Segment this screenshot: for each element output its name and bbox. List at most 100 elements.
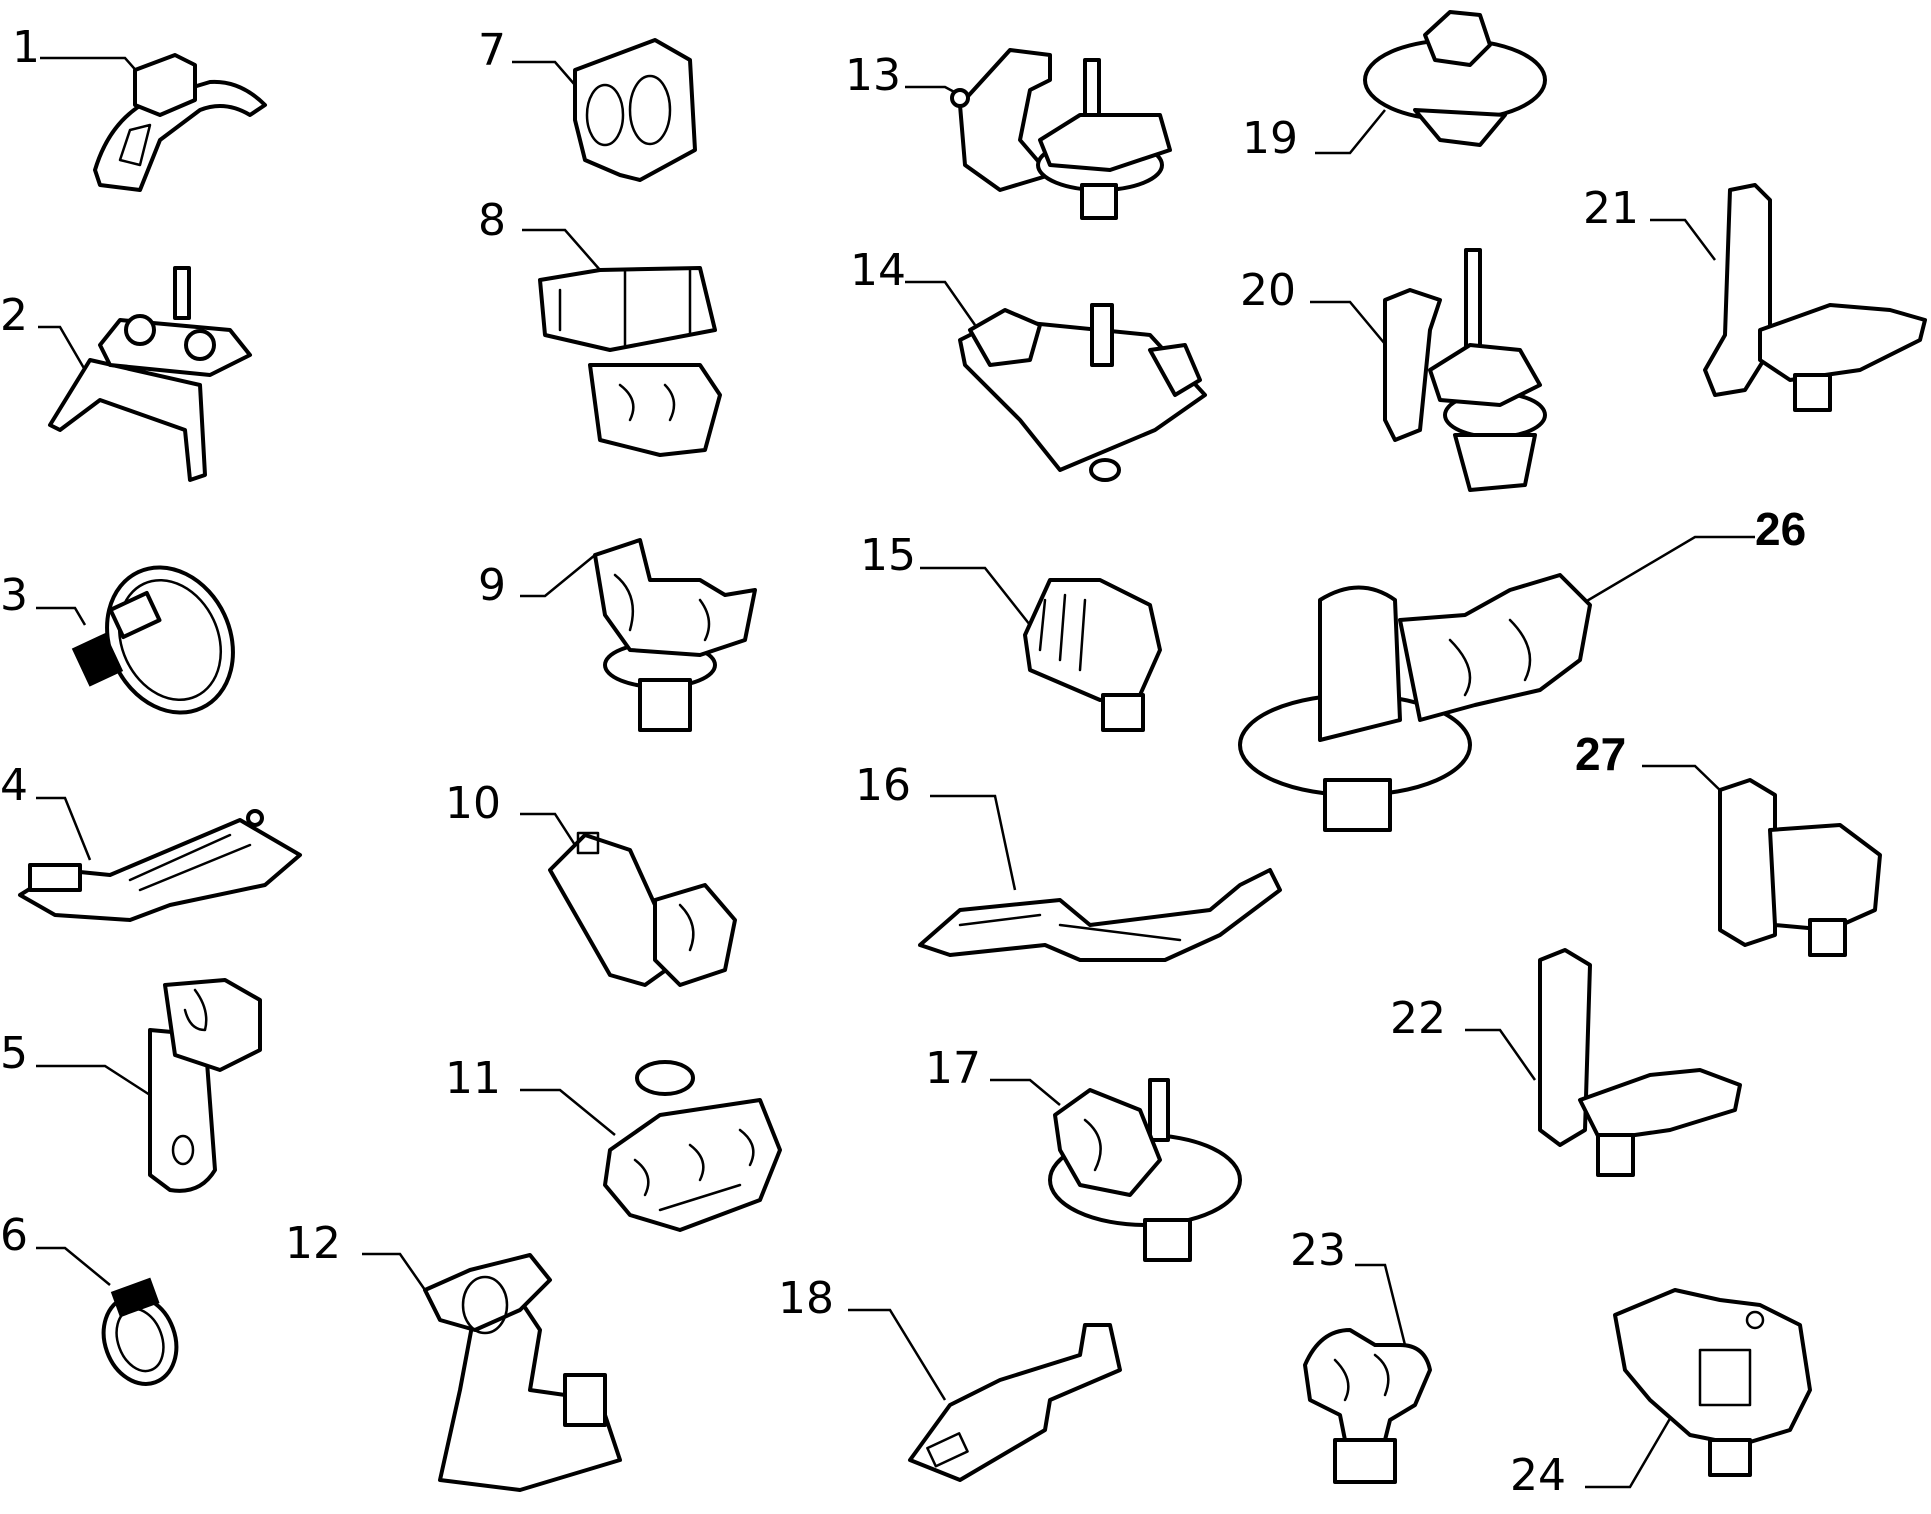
- part-11-shape: [635, 1060, 695, 1096]
- part-label-8: 8: [478, 195, 506, 246]
- part-16-shape: [958, 913, 1182, 942]
- leader-line-8: [522, 228, 601, 271]
- leader-line-6: [36, 1246, 111, 1286]
- part-label-21: 21: [1583, 183, 1639, 234]
- part-8-shape: [588, 363, 722, 457]
- part-11-shape: [603, 1098, 782, 1232]
- part-5-shape: [171, 1134, 195, 1166]
- part-14-shape: [1090, 303, 1114, 367]
- part-26-shape: [1398, 573, 1592, 722]
- part-label-15: 15: [860, 530, 916, 581]
- part-24-shape: [1613, 1288, 1812, 1447]
- part-9-shape: [638, 678, 692, 732]
- part-13-shape: [1080, 183, 1118, 220]
- part-17-shape: [1148, 1078, 1170, 1142]
- leader-line-2: [38, 325, 87, 371]
- leader-line-24: [1585, 1409, 1677, 1489]
- leader-line-19: [1315, 109, 1386, 155]
- part-20-shape: [1464, 248, 1482, 352]
- part-label-24: 24: [1510, 1450, 1566, 1501]
- part-20-shape: [1383, 288, 1442, 442]
- leader-line-22: [1465, 1028, 1537, 1081]
- part-26-shape: [1318, 585, 1402, 742]
- part-2-shape: [48, 358, 207, 482]
- part-15-shape: [1023, 578, 1162, 702]
- part-20-shape: [1428, 343, 1542, 407]
- leader-line-10: [520, 812, 577, 846]
- part-23: 23: [1290, 1225, 1432, 1484]
- part-4-shape: [246, 809, 264, 827]
- part-12: 12: [285, 1218, 622, 1492]
- part-3-shape: [105, 565, 235, 715]
- leader-line-3: [36, 606, 87, 626]
- part-23-shape: [1303, 1328, 1432, 1442]
- part-2-shape: [173, 266, 191, 320]
- leader-line-18: [848, 1308, 947, 1401]
- leader-line-23: [1355, 1263, 1407, 1346]
- part-17-shape: [1143, 1218, 1192, 1262]
- part-19-shape: [1413, 108, 1507, 147]
- part-20-shape: [1453, 433, 1537, 492]
- part-19-shape: [1423, 10, 1492, 67]
- leader-line-11: [520, 1088, 616, 1136]
- part-label-7: 7: [478, 25, 506, 76]
- part-label-11: 11: [445, 1053, 501, 1104]
- part-9-shape: [593, 538, 757, 657]
- part-1-shape: [93, 79, 267, 192]
- part-23-shape: [1333, 1353, 1390, 1402]
- part-14: 14: [850, 245, 1207, 482]
- part-3-shape: [71, 632, 124, 687]
- part-7: 7: [478, 25, 697, 182]
- part-15: 15: [860, 530, 1162, 732]
- leader-line-15: [920, 566, 1031, 626]
- part-6: 6: [0, 1210, 179, 1386]
- part-label-20: 20: [1240, 265, 1296, 316]
- leader-line-17: [990, 1078, 1061, 1106]
- part-27-shape: [1808, 918, 1847, 957]
- part-1: 1: [12, 22, 267, 192]
- leader-line-14: [905, 280, 977, 326]
- part-10-shape: [576, 831, 600, 855]
- part-7-shape: [585, 83, 625, 147]
- part-label-13: 13: [845, 50, 901, 101]
- part-16-shape: [918, 868, 1282, 962]
- part-label-1: 1: [12, 22, 40, 73]
- part-4-shape: [28, 863, 82, 892]
- part-21-shape: [1703, 183, 1772, 397]
- part-15-shape: [1101, 693, 1145, 732]
- part-12-shape: [563, 1373, 607, 1427]
- part-8: 8: [478, 195, 722, 457]
- part-26-shape: [1323, 778, 1392, 832]
- part-label-3: 3: [0, 570, 28, 621]
- part-18: 18: [778, 1273, 1122, 1482]
- part-5-shape: [148, 1028, 217, 1193]
- part-3: 3: [0, 565, 235, 715]
- part-2-shape: [124, 314, 156, 346]
- part-14-shape: [1148, 343, 1202, 397]
- part-21-shape: [1793, 373, 1832, 412]
- part-13-shape: [950, 88, 970, 108]
- part-4: 4: [0, 760, 302, 922]
- leader-line-4: [36, 796, 92, 861]
- part-22: 22: [1390, 948, 1742, 1177]
- part-6-shape: [110, 1277, 160, 1318]
- part-17: 17: [925, 1043, 1242, 1262]
- part-21: 21: [1583, 183, 1927, 412]
- part-7-shape: [573, 38, 697, 182]
- part-label-10: 10: [445, 778, 501, 829]
- part-23-shape: [1333, 1438, 1397, 1484]
- part-10-shape: [678, 903, 695, 952]
- leader-line-12: [362, 1252, 427, 1291]
- part-4-shape: [18, 818, 302, 922]
- leader-line-5: [36, 1064, 151, 1097]
- part-label-18: 18: [778, 1273, 834, 1324]
- part-5: 5: [0, 978, 262, 1193]
- leader-line-21: [1650, 218, 1716, 261]
- part-13-shape: [1038, 113, 1172, 172]
- part-24: 24: [1510, 1288, 1812, 1501]
- part-9-shape: [613, 573, 711, 642]
- part-12-shape: [461, 1275, 509, 1335]
- part-20: 20: [1240, 248, 1547, 492]
- part-18-shape: [908, 1323, 1122, 1482]
- part-12-shape: [438, 1298, 622, 1492]
